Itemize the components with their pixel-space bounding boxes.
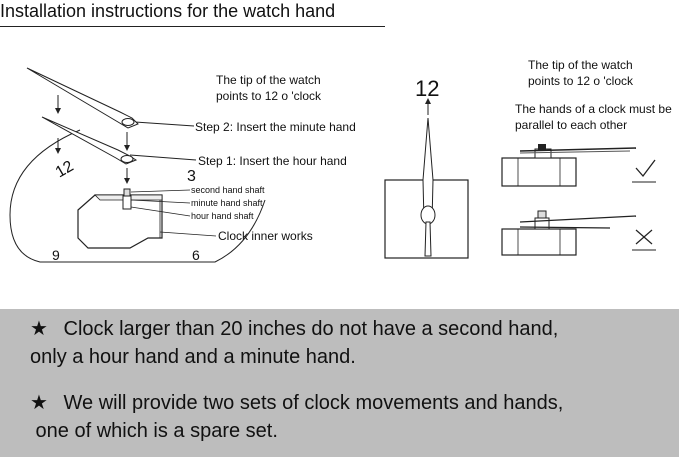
page-title: Installation instructions for the watch … xyxy=(0,1,336,21)
note-2-text: We will provide two sets of clock moveme… xyxy=(63,392,564,414)
dial-number-6: 6 xyxy=(192,247,200,263)
movement-side-wrong xyxy=(501,228,577,256)
minute-hand-shaft-label: minute hand shaft xyxy=(191,198,263,208)
clock-movement-box xyxy=(77,194,163,249)
title-underline xyxy=(0,26,385,27)
check-mark-icon xyxy=(635,159,656,178)
parallel-note-line2: parallel to each other xyxy=(515,118,628,132)
step1-pointer xyxy=(129,154,197,161)
clock-face-arc xyxy=(9,129,266,263)
note-2-line1: ★ We will provide two sets of clock move… xyxy=(30,389,563,417)
clock-inner-works-label: Clock inner works xyxy=(218,229,313,243)
dial-number-3: 3 xyxy=(187,168,196,185)
minute-hand-graphic xyxy=(26,67,139,129)
hour-hand-graphic xyxy=(41,116,138,165)
star-icon: ★ xyxy=(30,318,48,340)
notes-panel: ★ Clock larger than 20 inches do not hav… xyxy=(0,309,679,457)
tip-note-right-line2: points to 12 o 'clock xyxy=(528,74,634,88)
note-1-line1: ★ Clock larger than 20 inches do not hav… xyxy=(30,315,558,343)
middle-number-12: 12 xyxy=(415,76,440,101)
step1-label: Step 1: Insert the hour hand xyxy=(198,154,347,168)
parallel-note-line1: The hands of a clock must be xyxy=(515,102,672,116)
tip-note-left-line2: points to 12 o 'clock xyxy=(216,89,322,103)
hour-hand-shaft-label: hour hand shaft xyxy=(191,211,254,221)
star-icon: ★ xyxy=(30,392,48,414)
tip-note-right-line1: The tip of the watch xyxy=(528,58,633,72)
note-1-line2: only a hour hand and a minute hand. xyxy=(30,346,356,368)
step2-label: Step 2: Insert the minute hand xyxy=(195,120,356,134)
step2-pointer xyxy=(134,121,195,127)
tip-note-left-line1: The tip of the watch xyxy=(216,73,321,87)
movement-side-correct xyxy=(501,157,577,187)
note-1-text: Clock larger than 20 inches do not have … xyxy=(63,318,559,340)
installation-diagram xyxy=(9,67,656,263)
note-2-line2: one of which is a spare set. xyxy=(30,420,278,442)
second-hand-shaft-label: second hand shaft xyxy=(191,185,265,195)
dial-number-9: 9 xyxy=(52,247,60,263)
cross-mark-icon xyxy=(632,229,656,251)
